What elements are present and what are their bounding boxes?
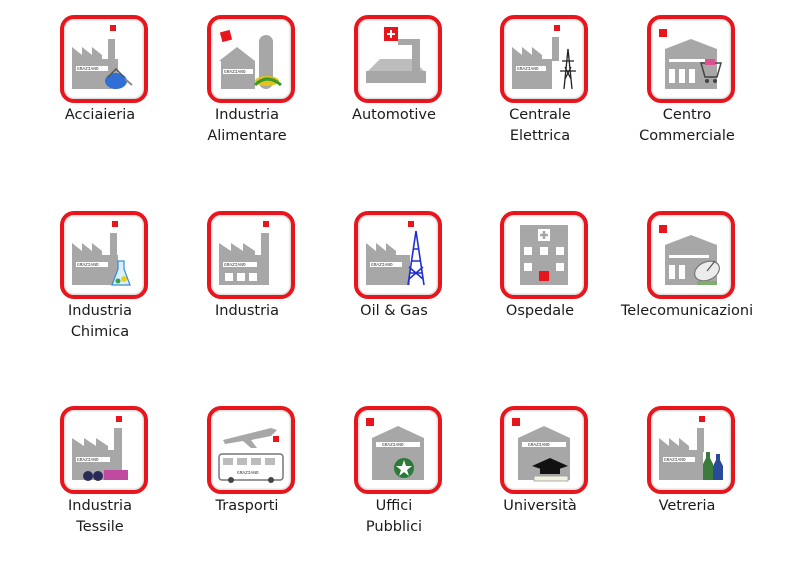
- sector-label: Oil & Gas: [360, 303, 428, 319]
- car-press-icon: [354, 15, 442, 103]
- power-pylon-icon: GRAZIANO: [500, 15, 588, 103]
- svg-text:GRAZIANO: GRAZIANO: [517, 66, 539, 72]
- hospital-icon: [500, 211, 588, 299]
- steel-ladle-icon: GRAZIANO: [60, 15, 148, 103]
- sector-label: Automotive: [352, 107, 436, 123]
- barn-corn-icon: GRAZIANO: [207, 15, 295, 103]
- sector-oilgas[interactable]: GRAZIANO Oil & Gas: [321, 196, 471, 376]
- factory-icon: GRAZIANO: [207, 211, 295, 299]
- sector-label: Trasporti: [215, 498, 279, 514]
- sector-label: Università: [503, 498, 577, 514]
- government-emblem-icon: GRAZIANO: [354, 406, 442, 494]
- sector-industria[interactable]: GRAZIANO Industria: [174, 196, 324, 376]
- sector-vetreria[interactable]: GRAZIANO Vetreria: [614, 391, 764, 571]
- sector-acciaieria[interactable]: GRAZIANO Acciaieria: [27, 0, 177, 180]
- sector-label: Vetreria: [658, 498, 716, 514]
- sector-label: Industria: [215, 303, 279, 319]
- svg-text:GRAZIANO: GRAZIANO: [237, 470, 259, 476]
- svg-text:GRAZIANO: GRAZIANO: [77, 66, 99, 72]
- satellite-dish-icon: [647, 211, 735, 299]
- svg-text:GRAZIANO: GRAZIANO: [382, 442, 404, 448]
- svg-text:GRAZIANO: GRAZIANO: [371, 262, 393, 268]
- sector-trasporti[interactable]: GRAZIANO Trasporti: [174, 391, 324, 571]
- sector-telecom[interactable]: Telecomunicazioni: [614, 196, 764, 376]
- svg-text:GRAZIANO: GRAZIANO: [77, 457, 99, 463]
- chemistry-flask-icon: GRAZIANO: [60, 211, 148, 299]
- svg-text:GRAZIANO: GRAZIANO: [77, 262, 99, 268]
- svg-text:GRAZIANO: GRAZIANO: [528, 442, 550, 448]
- plane-bus-icon: GRAZIANO: [207, 406, 295, 494]
- graduation-cap-icon: GRAZIANO: [500, 406, 588, 494]
- sector-automotive[interactable]: Automotive: [321, 0, 471, 180]
- svg-text:GRAZIANO: GRAZIANO: [664, 457, 686, 463]
- sector-label: Ospedale: [505, 303, 575, 319]
- sector-ospedale[interactable]: Ospedale: [467, 196, 617, 376]
- svg-text:GRAZIANO: GRAZIANO: [224, 262, 246, 268]
- glass-bottles-icon: GRAZIANO: [647, 406, 735, 494]
- sector-universita[interactable]: GRAZIANO Università: [467, 391, 617, 571]
- oil-derrick-icon: GRAZIANO: [354, 211, 442, 299]
- svg-text:GRAZIANO: GRAZIANO: [224, 69, 246, 75]
- sector-label: Telecomunicazioni: [620, 303, 754, 319]
- sector-label: Acciaieria: [64, 107, 136, 123]
- fabric-rolls-icon: GRAZIANO: [60, 406, 148, 494]
- shopping-cart-icon: [647, 15, 735, 103]
